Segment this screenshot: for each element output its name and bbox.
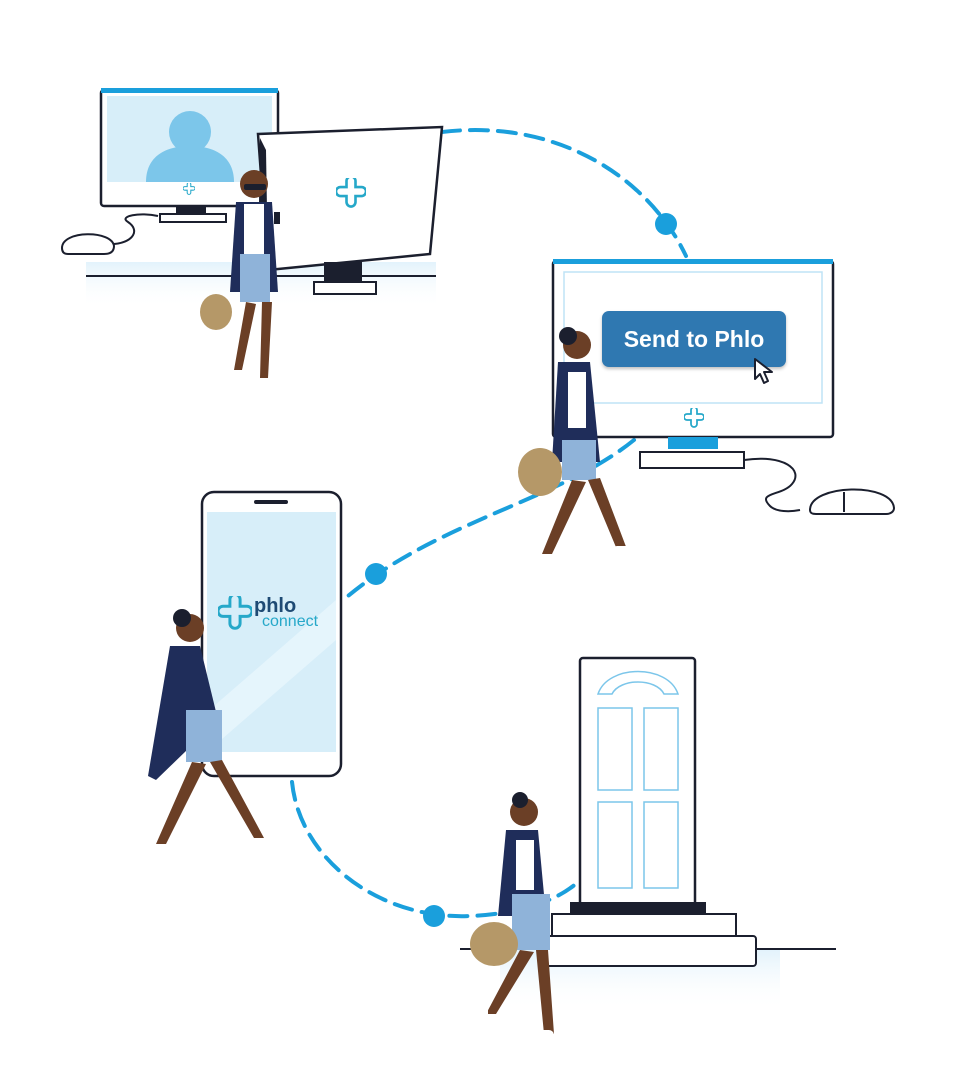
user-avatar-icon xyxy=(146,111,234,182)
scene-office-monitors xyxy=(60,88,444,308)
person-walking-phone xyxy=(146,609,286,858)
send-to-phlo-button[interactable]: Send to Phlo xyxy=(602,311,786,367)
person-walking-monitor xyxy=(516,327,642,568)
mouse-icon xyxy=(60,233,116,255)
person-standing-phone xyxy=(200,170,280,406)
person-arriving-door xyxy=(470,792,554,1044)
connect-wordmark: connect xyxy=(262,613,319,630)
phlo-wordmark: phlo xyxy=(254,595,297,617)
scene-send-monitor xyxy=(551,259,896,515)
cursor-arrow-icon xyxy=(754,358,773,384)
mouse-icon-2 xyxy=(808,488,896,515)
scene-phone xyxy=(200,490,343,778)
journey-dots xyxy=(365,213,677,927)
